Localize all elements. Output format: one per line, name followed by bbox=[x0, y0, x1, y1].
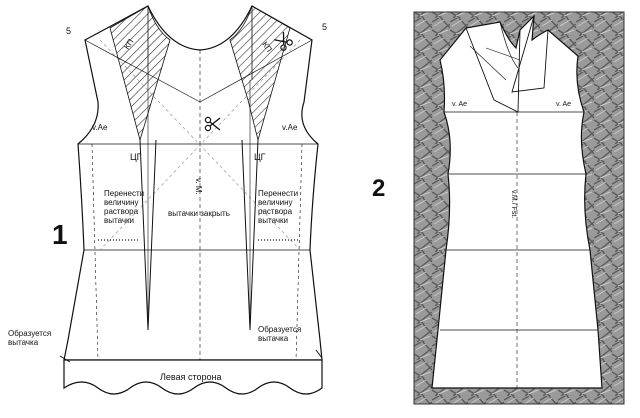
armhole-label-left: v.Ae bbox=[92, 123, 108, 132]
fig1-outline bbox=[63, 5, 323, 361]
transfer-text-left-3: раствора bbox=[104, 207, 139, 216]
hem-label: Левая сторона bbox=[160, 372, 221, 382]
armhole-label-right: v.Ae bbox=[282, 123, 298, 132]
transfer-text-right-2: величину bbox=[258, 198, 293, 207]
fig2-armhole-label-left: v. Ae bbox=[452, 101, 467, 108]
shoulder-diag-left bbox=[84, 39, 201, 103]
neck-curve bbox=[499, 21, 519, 69]
figure-2: 2 v. Ae v. Ae v.M./ Fst. bbox=[372, 11, 625, 405]
scissors-icon bbox=[204, 116, 221, 132]
transfer-text-right-1: Перенести bbox=[258, 189, 298, 198]
side-guide-right bbox=[295, 143, 303, 361]
transfer-text-right-4: вытачки bbox=[258, 216, 288, 225]
shoulder-diag-right bbox=[199, 39, 313, 103]
hatched-area-right bbox=[229, 5, 291, 142]
side-guide-left bbox=[91, 143, 99, 361]
scissors-icon bbox=[274, 31, 293, 51]
dart-forms-left-1: Образуется bbox=[8, 329, 51, 338]
bust-point-left: ЦГ bbox=[130, 152, 142, 162]
bust-point-right: ЦГ bbox=[254, 152, 266, 162]
fig2-armhole-label-right: v. Ae bbox=[556, 101, 571, 108]
transfer-text-right-3: раствора bbox=[258, 207, 293, 216]
dart-forms-right-2: вытачка bbox=[258, 334, 289, 343]
center-note: вытачки закрыть bbox=[168, 209, 230, 218]
dart-arrows bbox=[59, 349, 323, 363]
collar-fold-right bbox=[511, 15, 549, 93]
collar-inner-lines bbox=[469, 45, 521, 81]
fig2-center-label: v.M./ Fst. bbox=[510, 190, 517, 218]
collar-fold-left bbox=[465, 27, 521, 113]
seam-allowance-right: 5 bbox=[322, 22, 327, 32]
diag-line-2 bbox=[99, 39, 301, 251]
transfer-text-left-4: вытачки bbox=[104, 216, 134, 225]
dart-forms-right-1: Образуется bbox=[258, 325, 301, 334]
center-line-label: v. M. bbox=[194, 178, 203, 195]
hatched-area-left bbox=[109, 5, 171, 142]
transfer-text-left-2: величину bbox=[104, 198, 139, 207]
transfer-text-left-1: Перенести bbox=[104, 189, 144, 198]
seam-allowance-left: 5 bbox=[66, 26, 71, 36]
figure-number-2: 2 bbox=[372, 175, 385, 202]
hem-strip bbox=[63, 359, 323, 395]
figure-1: 5 5 КП КП v.Ae v.Ae ЦГ ЦГ Перенести вели… bbox=[8, 5, 327, 395]
figure-number-1: 1 bbox=[52, 219, 68, 250]
dart-forms-left-2: вытачка bbox=[8, 338, 39, 347]
